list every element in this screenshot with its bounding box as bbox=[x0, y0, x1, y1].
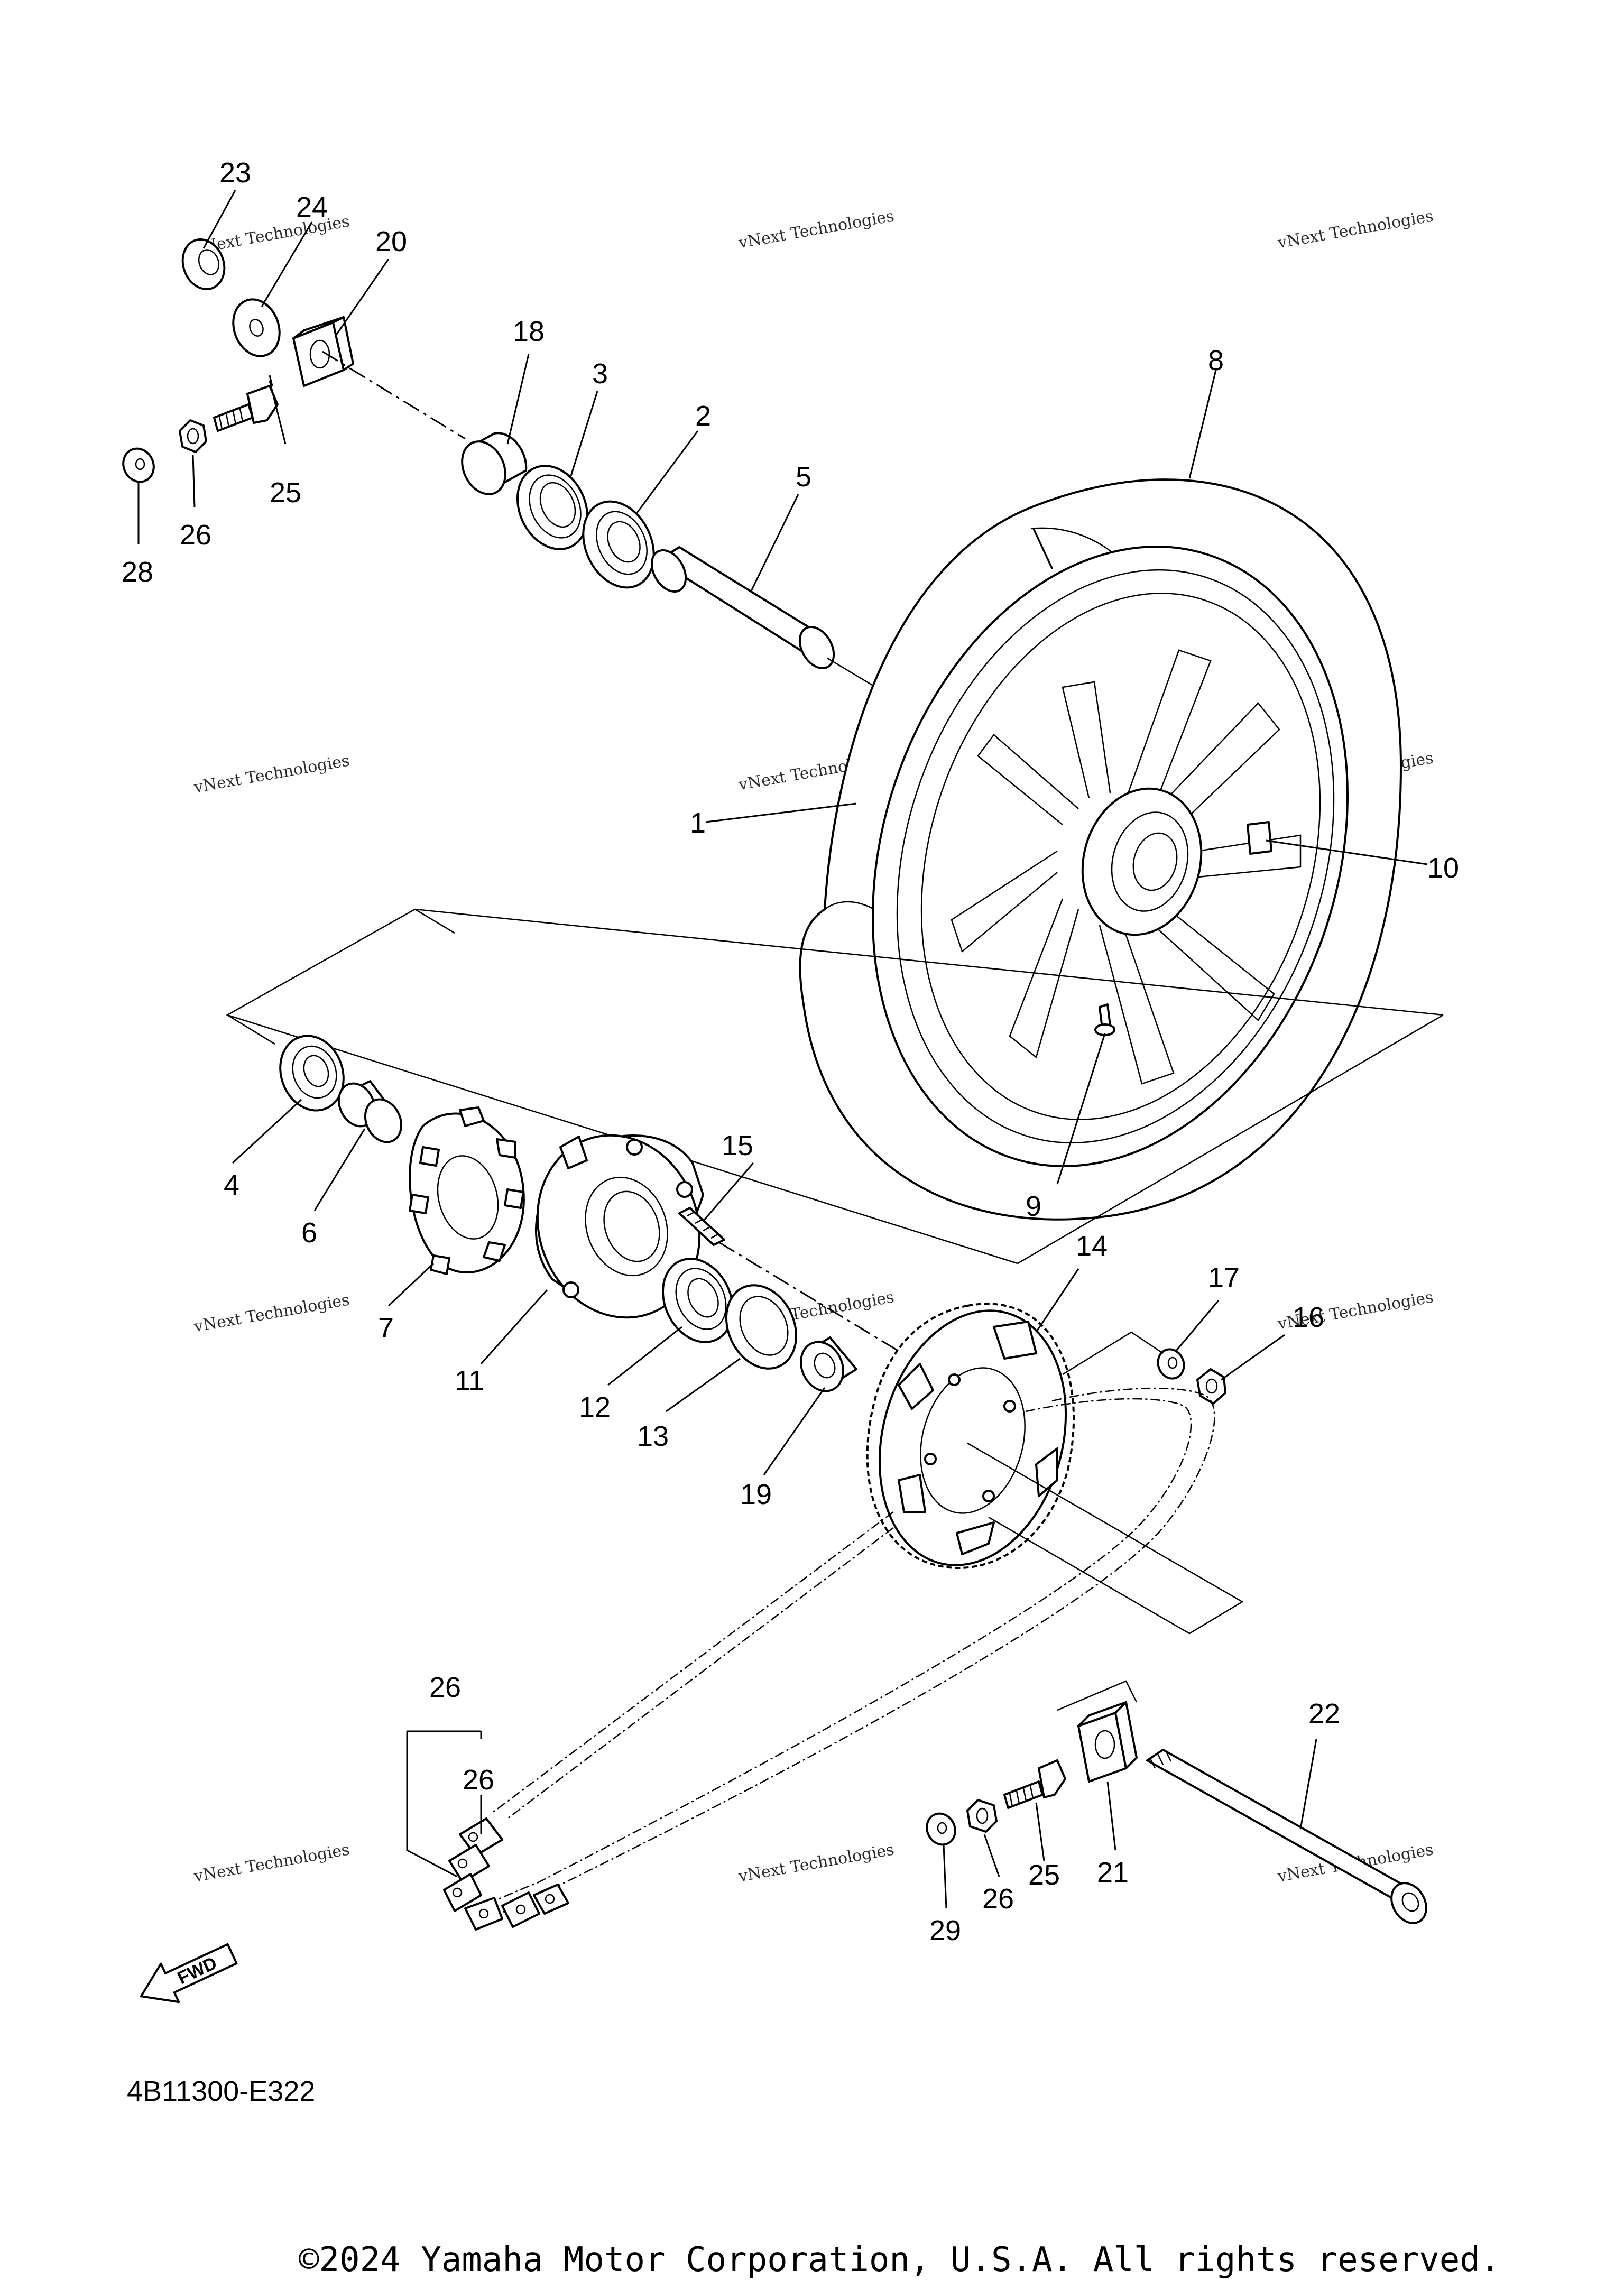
part-6-collar bbox=[337, 1080, 403, 1143]
watermark: vNext Technologies bbox=[736, 1840, 896, 1886]
part-20-plate bbox=[292, 316, 354, 387]
part-25-bolt-lower bbox=[1003, 1759, 1066, 1809]
callout-18: 18 bbox=[513, 316, 545, 347]
callout-19: 19 bbox=[740, 1479, 772, 1510]
part-9-valve bbox=[1094, 1003, 1115, 1036]
callout-24: 24 bbox=[296, 191, 328, 223]
callout-labels: 23 24 20 25 26 28 18 3 2 5 8 1 10 9 4 6 … bbox=[122, 157, 1459, 1946]
hub-left-group bbox=[461, 432, 894, 699]
part-21-plate bbox=[1077, 1701, 1138, 1783]
svg-text:vNext Technologies: vNext Technologies bbox=[1276, 207, 1435, 252]
watermark: vNext Technologies bbox=[192, 1840, 351, 1886]
callout-14: 14 bbox=[1076, 1230, 1108, 1262]
part-2-bearing bbox=[582, 500, 655, 589]
copyright-notice: ©2024 Yamaha Motor Corporation, U.S.A. A… bbox=[299, 2240, 1501, 2279]
svg-text:vNext Technologies: vNext Technologies bbox=[736, 1840, 896, 1886]
part-7-damper bbox=[409, 1106, 525, 1275]
callout-3: 3 bbox=[592, 358, 608, 390]
part-29-washer-lower bbox=[926, 1812, 956, 1846]
part-13-oil-seal bbox=[725, 1284, 798, 1370]
callout-7: 7 bbox=[378, 1312, 394, 1344]
callout-1: 1 bbox=[690, 807, 706, 839]
callout-21: 21 bbox=[1097, 1857, 1129, 1888]
callout-27: 26 bbox=[429, 1672, 461, 1703]
part-4-bearing bbox=[279, 1035, 345, 1112]
part-19-collar bbox=[800, 1336, 857, 1392]
part-16-nut bbox=[1196, 1368, 1226, 1405]
watermark: vNext Technologies bbox=[736, 207, 896, 252]
callout-4: 4 bbox=[224, 1169, 239, 1201]
part-27-drive-chain bbox=[443, 1387, 1215, 1931]
wheel-spokes bbox=[951, 649, 1302, 1085]
part-14-sprocket bbox=[866, 1303, 1075, 1569]
watermark: vNext Technologies bbox=[192, 751, 351, 797]
callout-23: 23 bbox=[219, 157, 251, 189]
part-18-spacer bbox=[461, 432, 528, 495]
callout-28: 26 bbox=[463, 1764, 494, 1796]
callout-17: 17 bbox=[1208, 1262, 1240, 1294]
part-25-bolt-upper bbox=[213, 385, 279, 432]
part-26-nut-upper bbox=[179, 419, 207, 453]
callout-11: 11 bbox=[455, 1365, 484, 1397]
callout-26-lower: 26 bbox=[982, 1883, 1014, 1915]
centerline-lower bbox=[718, 1241, 920, 1365]
part-22-axle bbox=[1146, 1749, 1427, 1924]
part-28-master-link bbox=[443, 1817, 569, 1931]
stud-indicator bbox=[1062, 1331, 1164, 1376]
part-23-nut bbox=[181, 238, 226, 290]
svg-text:vNext Technologies: vNext Technologies bbox=[192, 1840, 351, 1886]
part-17-washer bbox=[1157, 1348, 1185, 1380]
leader-lines bbox=[137, 190, 1428, 1909]
svg-text:vNext Technologies: vNext Technologies bbox=[736, 207, 896, 252]
diagram-code: 4B11300-E322 bbox=[127, 2075, 316, 2107]
callout-15: 15 bbox=[722, 1130, 753, 1161]
part-5-collar bbox=[650, 546, 835, 669]
part-24-washer bbox=[232, 298, 281, 357]
part-3-oil-seal bbox=[516, 465, 589, 550]
callout-20: 20 bbox=[375, 226, 407, 257]
callout-25-lower: 25 bbox=[1028, 1859, 1060, 1891]
callout-9: 9 bbox=[1026, 1190, 1041, 1222]
callout-16: 16 bbox=[1293, 1302, 1324, 1333]
part-12-bearing bbox=[661, 1258, 734, 1343]
callout-2: 2 bbox=[695, 400, 711, 432]
part-15-stud-bolt bbox=[678, 1207, 725, 1246]
upper-adjuster-group bbox=[122, 238, 466, 483]
part-10-balance-weight bbox=[1247, 821, 1272, 855]
svg-text:vNext Technologies: vNext Technologies bbox=[192, 751, 351, 797]
callout-26: 26 bbox=[180, 519, 211, 551]
fwd-arrow-icon: FWD bbox=[140, 1943, 238, 2004]
part-11-clutch-hub bbox=[534, 1134, 704, 1319]
callout-5: 5 bbox=[796, 461, 811, 493]
callout-29: 28 bbox=[122, 556, 153, 588]
lower-adjuster-group bbox=[926, 1680, 1138, 1846]
callout-12: 12 bbox=[579, 1391, 611, 1423]
axle-guide bbox=[967, 1442, 1244, 1635]
callout-25: 25 bbox=[270, 477, 301, 509]
part-26-nut-lower bbox=[966, 1799, 998, 1833]
callout-22: 22 bbox=[1308, 1698, 1340, 1730]
part-29-washer-upper bbox=[122, 447, 155, 483]
watermark: vNext Technologies bbox=[1276, 207, 1435, 252]
callout-10: 10 bbox=[1427, 852, 1459, 884]
part-1-wheel-assembly bbox=[799, 478, 1402, 1221]
svg-text:vNext Technologies: vNext Technologies bbox=[192, 1290, 351, 1336]
callout-6: 6 bbox=[301, 1217, 317, 1249]
watermark: vNext Technologies bbox=[192, 1290, 351, 1336]
callout-29-lower: 29 bbox=[929, 1915, 961, 1946]
callout-13: 13 bbox=[637, 1420, 669, 1452]
callout-8: 8 bbox=[1208, 345, 1224, 376]
